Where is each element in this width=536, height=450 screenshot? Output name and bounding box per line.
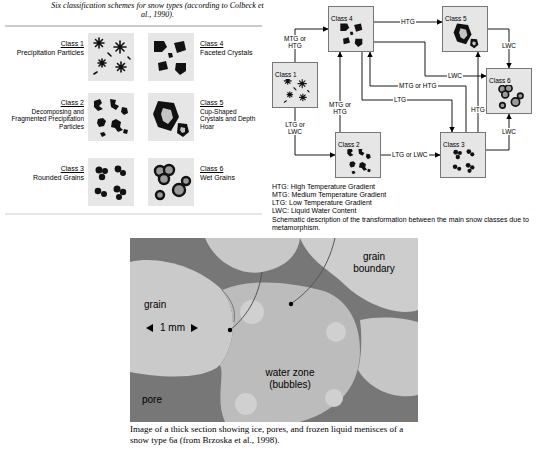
class-label: Class 5	[200, 99, 260, 107]
rule-line	[5, 26, 262, 27]
snow-sample	[284, 77, 309, 102]
condition-label: MTG or HTG	[279, 35, 311, 49]
micrograph-label: grain boundary	[343, 251, 405, 274]
legend-line: LWC: Liquid Water Content	[272, 207, 532, 215]
use-part	[153, 101, 189, 137]
snow-sample	[499, 85, 523, 108]
snow-sample	[453, 149, 475, 173]
legend-line: MTG: Medium Temperature Gradient	[272, 191, 532, 199]
class-name: Class 2	[336, 140, 362, 149]
micrograph-label: 1 mm	[160, 322, 185, 334]
path-part	[220, 282, 360, 422]
rect-part	[148, 93, 194, 141]
snow-sample	[340, 24, 362, 47]
use-part	[94, 99, 128, 137]
figure-caption: Schematic description of the transformat…	[272, 216, 534, 231]
class-box: Class 3	[440, 132, 486, 178]
path-part	[222, 290, 235, 322]
path-part	[292, 238, 335, 303]
circle-part	[228, 328, 232, 332]
class-box: Class 4	[328, 6, 374, 52]
condition-label: HTG	[470, 106, 486, 113]
class-label: Class 1	[8, 40, 84, 48]
figure-caption: Image of a thick section showing ice, po…	[130, 424, 422, 446]
use-part	[94, 38, 130, 74]
condition-label: LTG or LWC	[391, 151, 429, 158]
class-name: Class 6	[487, 76, 513, 85]
class-label: Cup-Shaped Crystals and Depth Hoar	[200, 108, 260, 130]
polygon-part	[191, 324, 198, 332]
class-box: Class 2	[335, 132, 381, 178]
circle-part	[289, 302, 293, 306]
path-part	[230, 272, 262, 330]
micrograph-label: pore	[142, 394, 162, 406]
class-box: Class 6	[486, 68, 532, 114]
snow-sample	[88, 33, 194, 206]
circle-part	[235, 393, 257, 415]
rule-line	[5, 214, 262, 215]
path-part	[130, 260, 233, 376]
condition-label: LWC	[501, 42, 517, 49]
rect-part	[88, 158, 134, 206]
use-part	[95, 166, 127, 200]
class-label: Class 2	[8, 99, 84, 107]
class-name: Class 1	[273, 70, 299, 79]
condition-label: LWC	[447, 72, 463, 79]
snow-sample	[454, 24, 479, 49]
heading-text: Six classification schemes for snow type…	[50, 1, 265, 19]
rect-part	[148, 158, 194, 206]
class-label: Rounded Grains	[4, 174, 84, 182]
class-name: Class 3	[441, 140, 467, 149]
class-label: Class 6	[200, 165, 260, 173]
class-label: Precipitation Particles	[4, 49, 84, 57]
transformation-arrow	[362, 52, 452, 132]
rect-part	[88, 93, 134, 141]
class-label: Faceted Crystals	[200, 49, 260, 57]
class-box: Class 5	[442, 6, 488, 52]
condition-label: MTG or HTG	[324, 101, 356, 115]
path-part	[205, 238, 300, 273]
polygon-part	[146, 324, 153, 332]
condition-label: HTG	[400, 18, 416, 25]
rect-part	[88, 33, 134, 81]
snow-sample	[347, 148, 370, 174]
rect-part	[130, 238, 418, 422]
class-name: Class 4	[329, 14, 355, 23]
class-box: Class 1	[272, 62, 318, 108]
use-part	[155, 165, 190, 199]
micrograph	[130, 238, 418, 422]
transformation-arrow	[478, 52, 479, 132]
class-label: Class 3	[8, 165, 84, 173]
condition-label: LTG	[393, 96, 407, 103]
condition-label: MTG or HTG	[398, 82, 438, 89]
class-name: Class 5	[443, 14, 469, 23]
legend-line: LTG: Low Temperature Gradient	[272, 199, 532, 207]
micrograph-label: grain	[144, 299, 166, 311]
class-label: Wet Grains	[200, 174, 260, 182]
circle-part	[325, 389, 343, 407]
legend-line: HTG: High Temperature Gradient	[272, 183, 532, 191]
condition-label: LWC	[501, 128, 517, 135]
class-label: Decomposing and Fragmented Precipitation…	[4, 108, 84, 130]
rect-part	[148, 33, 194, 81]
use-part	[154, 41, 186, 75]
class-label: Class 4	[200, 40, 260, 48]
transformation-arrow	[340, 52, 341, 132]
transformation-arrow	[370, 52, 466, 132]
path-part	[358, 317, 418, 396]
micrograph-label: water zone (bubbles)	[254, 367, 326, 390]
circle-part	[326, 322, 346, 342]
condition-label: LTG or LWC	[279, 121, 311, 135]
